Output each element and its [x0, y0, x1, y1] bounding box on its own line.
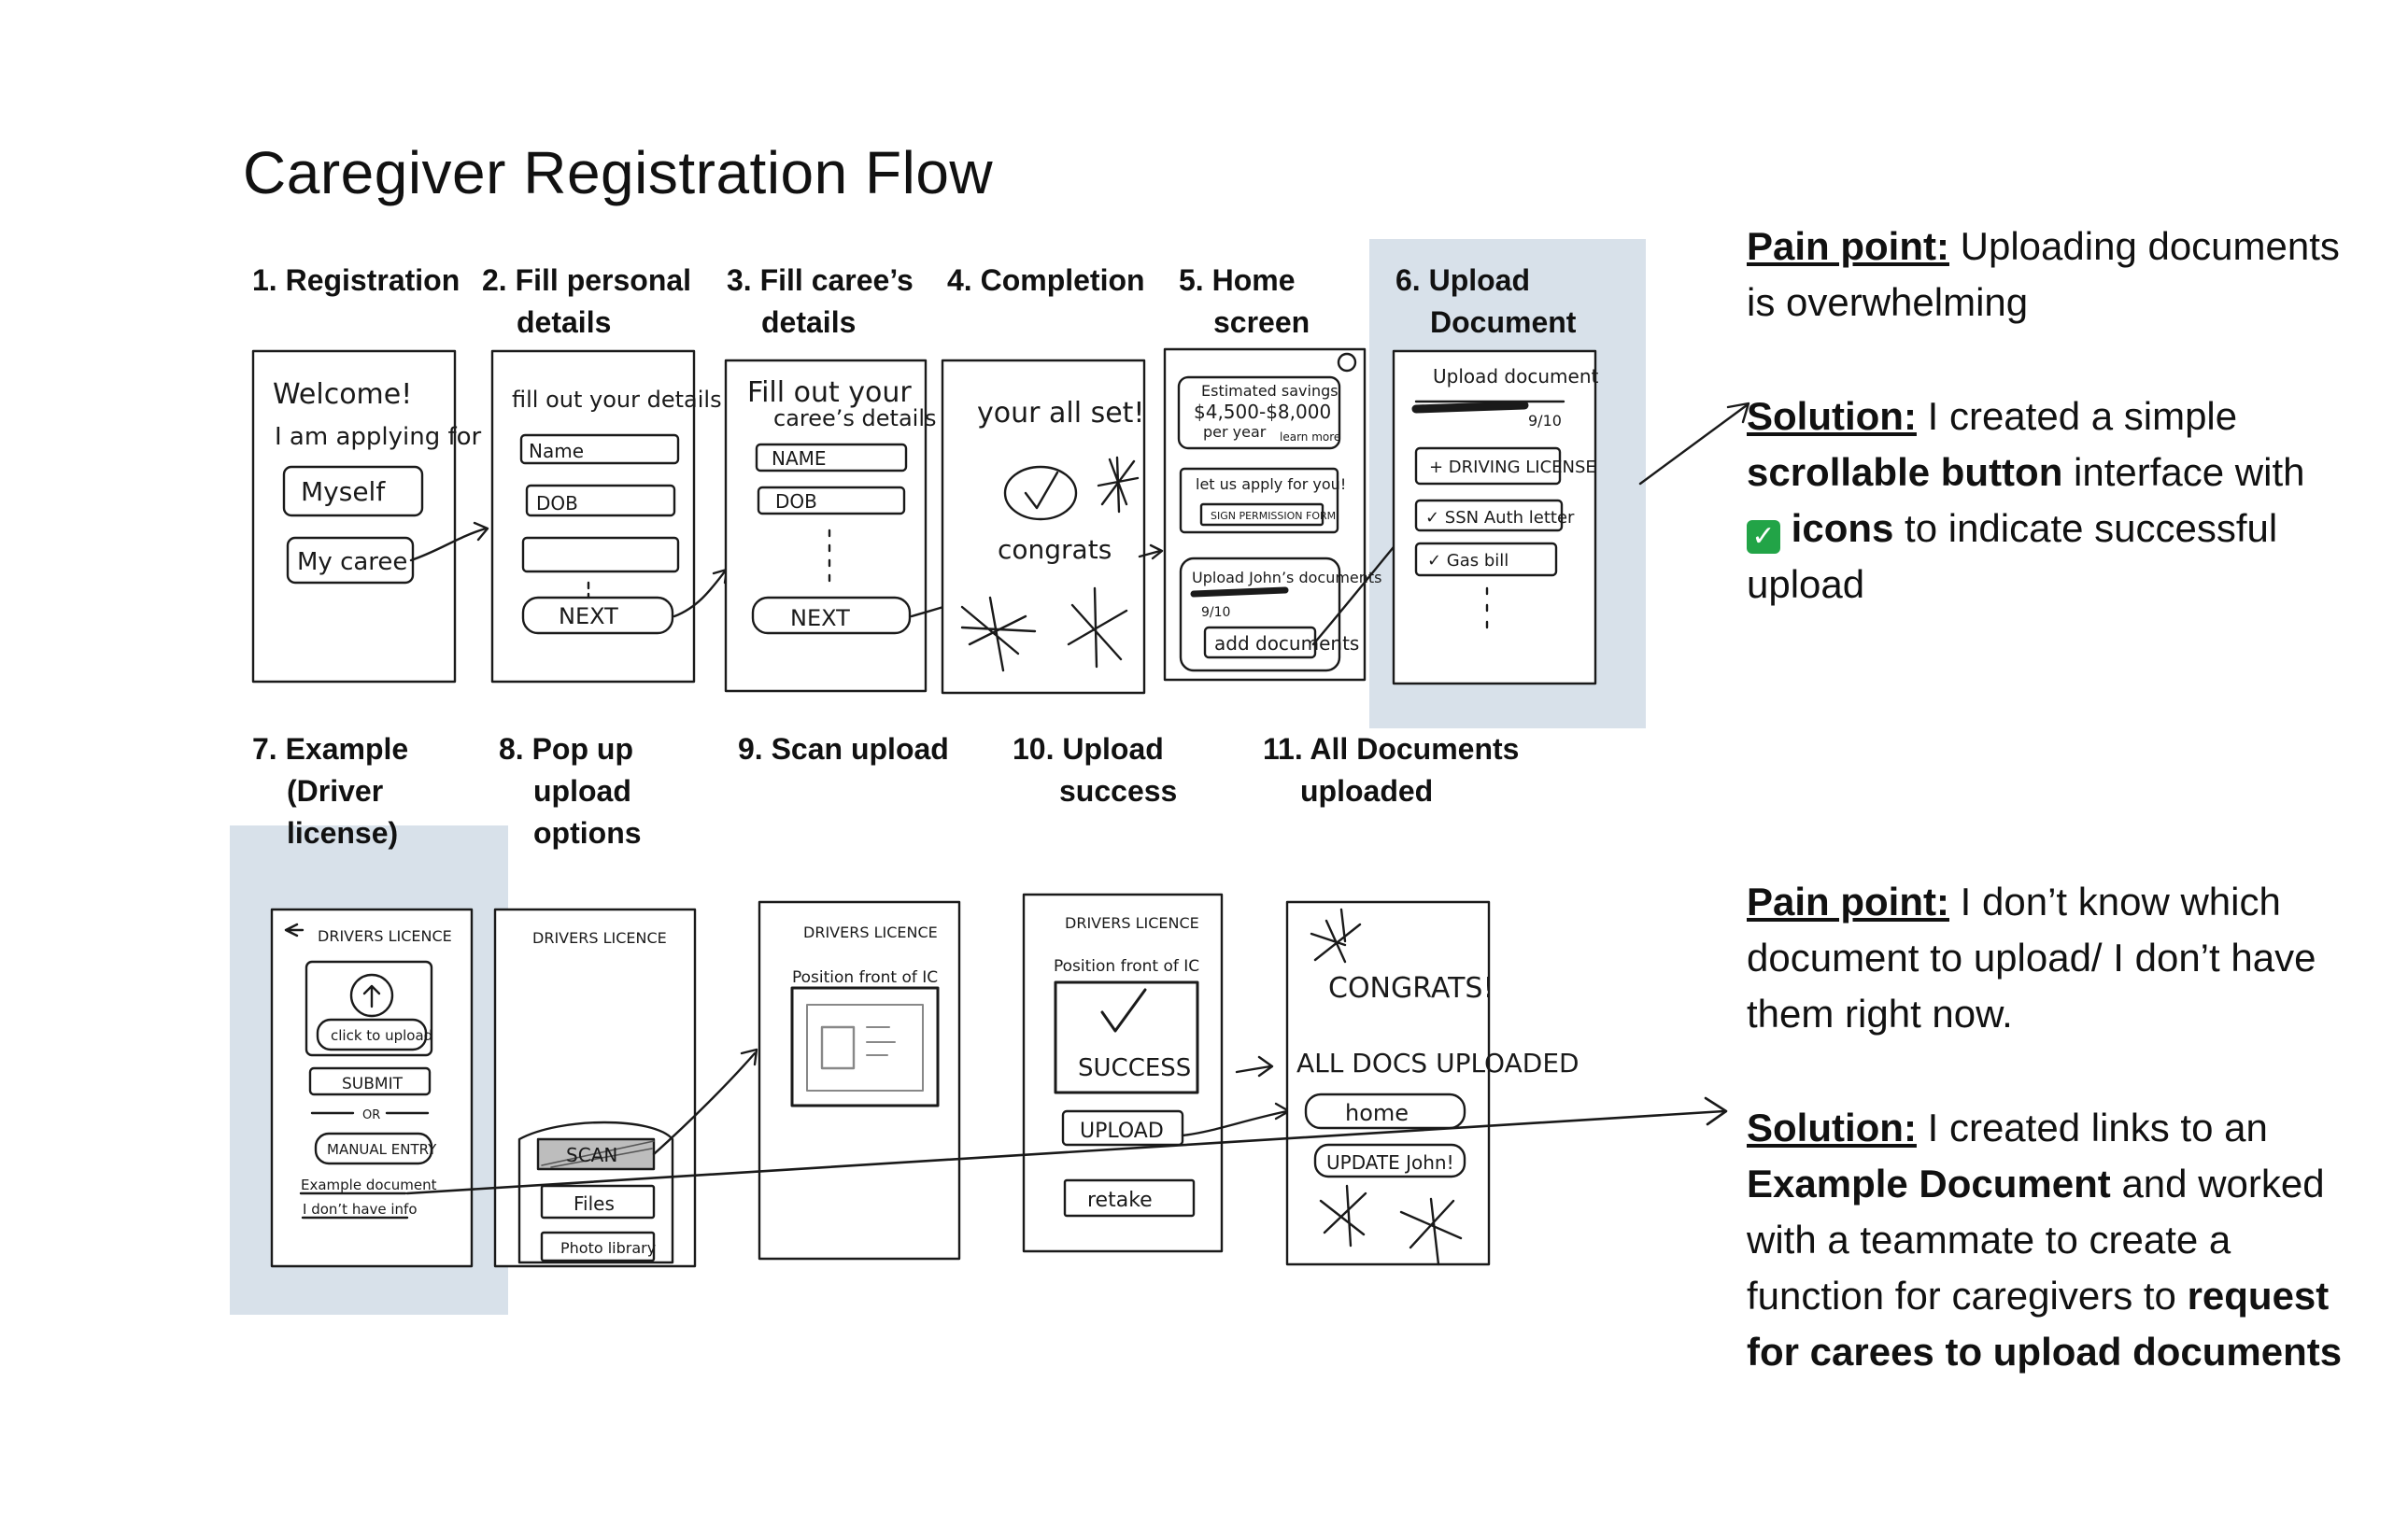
sketch-screen-9: DRIVERS LICENCE Position front of IC [758, 900, 961, 1261]
step-label-5: 5. Home screen [1179, 263, 1310, 339]
sketch-screen-7: DRIVERS LICENCE click to upload SUBMIT O… [270, 908, 474, 1268]
svg-text:let us apply for you!: let us apply for you! [1196, 475, 1346, 493]
svg-text:DOB: DOB [775, 490, 817, 513]
s7-example-link: Example document [301, 1177, 437, 1193]
svg-text:SUBMIT: SUBMIT [342, 1075, 404, 1093]
svg-text:✓ SSN Auth letter: ✓ SSN Auth letter [1425, 508, 1575, 528]
svg-text:Position front of IC: Position front of IC [1054, 957, 1199, 976]
svg-text:DOB: DOB [536, 492, 578, 515]
svg-text:9/10: 9/10 [1201, 605, 1230, 620]
sketch-screen-3: Fill out your caree’s details NAME DOB N… [724, 359, 964, 693]
connector-arrow-bottom [405, 1109, 1726, 1195]
svg-text:DRIVERS LICENCE: DRIVERS LICENCE [318, 927, 452, 945]
connector-arrow-top [1638, 403, 1749, 486]
sketch-screen-4: your all set! congrats [941, 359, 1164, 695]
svg-text:Position front of IC: Position front of IC [792, 968, 938, 987]
step-label-3: 3. Fill caree’s details [727, 263, 914, 339]
svg-text:Photo library: Photo library [560, 1239, 656, 1257]
svg-text:SIGN PERMISSION FORM: SIGN PERMISSION FORM [1211, 510, 1336, 522]
step-label-7: 7. Example (Driver license) [252, 732, 409, 850]
svg-text:Upload John’s documents: Upload John’s documents [1192, 569, 1382, 586]
step-label-6: 6. Upload Document [1395, 263, 1577, 339]
svg-text:UPDATE John!: UPDATE John! [1326, 1151, 1454, 1174]
s1-caree-option: My caree [297, 548, 407, 576]
svg-text:NAME: NAME [772, 447, 827, 470]
svg-text:OR: OR [362, 1108, 380, 1122]
svg-text:SUCCESS: SUCCESS [1078, 1054, 1191, 1082]
svg-text:home: home [1345, 1100, 1409, 1126]
svg-text:DRIVERS LICENCE: DRIVERS LICENCE [532, 929, 667, 947]
svg-text:NEXT: NEXT [790, 605, 850, 631]
step-label-8: 8. Pop up upload options [499, 732, 642, 850]
svg-text:SCAN: SCAN [566, 1144, 617, 1166]
s7-no-info-link: I don’t have info [303, 1201, 418, 1218]
s1-welcome: Welcome! [273, 378, 412, 411]
note-top-solution: Solution: I created a simple scrollable … [1747, 394, 2305, 606]
note-top: Pain point: Uploading documents is overw… [1747, 219, 2344, 613]
s2-next-button: NEXT [559, 603, 618, 629]
sketch-screen-8: DRIVERS LICENCE SCAN Files Photo library [493, 908, 758, 1268]
svg-text:ALL DOCS UPLOADED: ALL DOCS UPLOADED [1296, 1048, 1579, 1079]
step-label-11: 11. All Documents uploaded [1263, 732, 1520, 808]
svg-text:caree’s details: caree’s details [773, 405, 937, 431]
step-label-10: 10. Upload success [1013, 732, 1178, 808]
page-title: Caregiver Registration Flow [243, 139, 994, 206]
sketch-screen-1: Welcome! I am applying for Myself My car… [251, 349, 489, 684]
svg-text:DRIVERS LICENCE: DRIVERS LICENCE [803, 924, 938, 941]
s1-myself-option: Myself [301, 476, 386, 507]
svg-text:Estimated savings: Estimated savings [1201, 382, 1339, 400]
svg-text:per year: per year [1203, 423, 1267, 441]
sketch-screen-2: fill out your details Name DOB NEXT [490, 349, 729, 684]
svg-text:✓ Gas bill: ✓ Gas bill [1427, 551, 1509, 571]
svg-text:+ DRIVING LICENSE: + DRIVING LICENSE [1429, 458, 1596, 477]
svg-text:DRIVERS LICENCE: DRIVERS LICENCE [1065, 914, 1199, 932]
svg-text:$4,500-$8,000: $4,500-$8,000 [1194, 401, 1331, 423]
svg-text:add documents: add documents [1214, 632, 1359, 655]
svg-text:Name: Name [529, 440, 584, 462]
sketch-screen-10: DRIVERS LICENCE Position front of IC SUC… [1022, 893, 1291, 1253]
note-bottom-solution: Solution: I created links to an Example … [1747, 1106, 2343, 1374]
svg-text:9/10: 9/10 [1528, 412, 1562, 430]
svg-text:MANUAL ENTRY: MANUAL ENTRY [327, 1141, 437, 1158]
svg-text:your all set!: your all set! [977, 397, 1144, 430]
svg-text:Files: Files [574, 1192, 615, 1215]
svg-text:UPLOAD: UPLOAD [1080, 1120, 1164, 1143]
sketch-screen-5: Estimated savings $4,500-$8,000 per year… [1163, 347, 1414, 682]
svg-text:congrats: congrats [998, 534, 1112, 565]
sketch-screen-6: Upload document 9/10 + DRIVING LICENSE ✓… [1392, 349, 1599, 685]
s7-click-upload: click to upload [331, 1027, 432, 1044]
sketch-screen-11: CONGRATS! ALL DOCS UPLOADED home UPDATE … [1285, 900, 1579, 1266]
note-bottom-pain: Pain point: I don’t know which document … [1747, 880, 2316, 1036]
svg-text:learn more: learn more [1280, 430, 1340, 444]
s2-heading: fill out your details [512, 387, 722, 413]
note-bottom: Pain point: I don’t know which document … [1747, 874, 2344, 1380]
step-label-9: 9. Scan upload [738, 732, 949, 766]
step-label-4: 4. Completion [947, 263, 1145, 297]
step-label-2: 2. Fill personal details [482, 263, 692, 339]
check-mark-icon: ✓ [1747, 520, 1780, 554]
svg-text:retake: retake [1087, 1189, 1153, 1212]
svg-text:Fill out your: Fill out your [747, 376, 912, 409]
step-label-1: 1. Registration [252, 263, 460, 297]
svg-text:Upload document: Upload document [1433, 365, 1599, 388]
note-top-pain: Pain point: Uploading documents is overw… [1747, 224, 2340, 324]
s1-applying: I am applying for [275, 423, 482, 451]
svg-text:CONGRATS!: CONGRATS! [1328, 972, 1494, 1005]
